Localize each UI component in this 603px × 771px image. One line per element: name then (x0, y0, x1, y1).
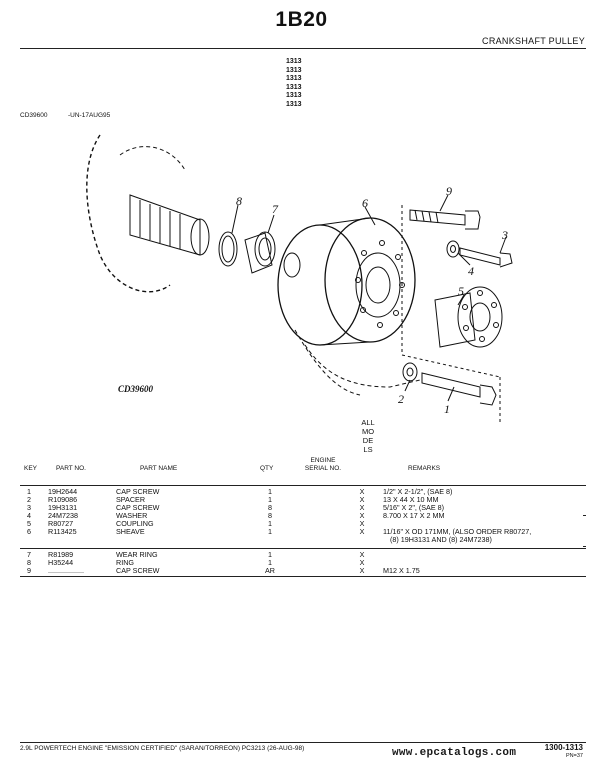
qty-column-header: QTY (260, 465, 274, 472)
row-all-models: X (359, 495, 365, 504)
row-all-models: X (359, 566, 365, 575)
row-part-name: SPACER (116, 495, 146, 504)
row-remarks: 1/2" X 2-1/2", (SAE 8) (383, 487, 453, 496)
model-code: 1313 (286, 75, 302, 83)
row-part-no: 19H2644 (48, 487, 78, 496)
row-all-models: X (359, 558, 365, 567)
watermark-text: www.epcatalogs.com (392, 747, 517, 759)
row-all-models: X (359, 527, 365, 536)
model-code: 1313 (286, 58, 302, 65)
row-part-name: WASHER (116, 511, 148, 520)
row-key: 7 (27, 550, 31, 559)
remarks-column-header: REMARKS (408, 465, 441, 472)
row-qty: AR (265, 566, 275, 575)
exploded-parts-diagram: 8 7 6 9 3 4 5 2 1 (86, 134, 513, 425)
row-qty: 1 (268, 527, 272, 536)
page-number: 1B20 (275, 8, 328, 31)
footer-rule (20, 742, 586, 743)
row-remarks: 13 X 44 X 10 MM (383, 495, 439, 504)
row-key: 5 (27, 519, 31, 528)
row-part-no: 24M7238 (48, 511, 78, 520)
key-column-header: KEY (24, 465, 38, 472)
row-qty: 8 (268, 511, 272, 520)
row-part-name: WEAR RING (116, 550, 158, 559)
model-code: 1313 (286, 92, 302, 100)
row-part-no: R81989 (48, 550, 74, 559)
row-key: 3 (27, 503, 31, 512)
row-remarks: M12 X 1.75 (383, 566, 420, 575)
illustration-caption: CD39600 (118, 384, 154, 394)
part-no-column-header: PART NO. (56, 465, 86, 472)
footer-pn: PN=37 (566, 753, 583, 759)
row-key: 9 (27, 566, 31, 575)
row-all-models: X (359, 511, 365, 520)
row-all-models: X (359, 487, 365, 496)
row-part-no: .................. (48, 566, 84, 575)
row-remarks: 5/16" X 2", (SAE 8) (383, 503, 445, 512)
row-key: 1 (27, 487, 31, 496)
engine-serial-column-header: ENGINE SERIAL NO. (304, 457, 342, 472)
part-name-column-header: PART NAME (140, 465, 178, 472)
row-part-no: R113425 (48, 527, 77, 536)
row-qty: 1 (268, 519, 272, 528)
callout-9-label: 9 (446, 184, 452, 198)
callout-3-label: 3 (501, 228, 508, 242)
row-qty: 8 (268, 503, 272, 512)
table-bottom-rule (20, 576, 586, 577)
row-key: 4 (27, 511, 31, 520)
row-part-name: CAP SCREW (116, 487, 160, 496)
row-part-no: 19H3131 (48, 503, 78, 512)
row-remarks: 8.700 X 17 X 2 MM (383, 511, 445, 520)
table-group-rule (20, 548, 586, 549)
footer-engine-line: 2.9L POWERTECH ENGINE "EMISSION CERTIFIE… (20, 745, 305, 752)
models-column-header: ALL MODELS (361, 418, 375, 454)
model-code-list: 1313 1313 1313 1313 1313 1313 (286, 58, 302, 110)
row-key: 6 (27, 527, 31, 536)
row-part-name: COUPLING (116, 519, 154, 528)
section-title: CRANKSHAFT PULLEY (482, 36, 585, 46)
row-part-name: CAP SCREW (116, 503, 160, 512)
row-part-no: H35244 (48, 558, 74, 567)
model-code: 1313 (286, 83, 302, 91)
illustration-reference: CD39600 (20, 112, 48, 119)
row-all-models: X (359, 519, 365, 528)
row-qty: 1 (268, 495, 272, 504)
row-all-models: X (359, 503, 365, 512)
row-tick-mark (583, 515, 586, 516)
callout-9-label: 8 (236, 194, 242, 208)
row-tick-mark (583, 546, 586, 547)
callout-6-label: 6 (362, 196, 368, 210)
row-remarks-continued: (8) 19H3131 AND (8) 24M7238) (390, 535, 492, 544)
row-qty: 1 (268, 487, 272, 496)
model-code: 1313 (286, 66, 302, 74)
footer-page-ref: 1300-1313 (544, 743, 583, 752)
row-all-models: X (359, 550, 365, 559)
model-code: 1313 (286, 100, 302, 108)
row-remarks: 11/16" X OD 171MM, (ALSO ORDER R80727, (383, 527, 532, 536)
callout-7-label: 7 (272, 202, 279, 216)
row-part-name: SHEAVE (116, 527, 145, 536)
callout-4-label: 4 (468, 264, 474, 278)
row-qty: 1 (268, 550, 272, 559)
callout-2-label: 2 (398, 392, 404, 406)
row-key: 2 (27, 495, 31, 504)
row-part-no: R80727 (48, 519, 74, 528)
callout-1-label: 1 (444, 402, 450, 416)
header-rule (20, 48, 586, 49)
row-part-name: RING (116, 558, 134, 567)
row-part-no: R109086 (48, 495, 78, 504)
table-header-rule (20, 485, 586, 486)
row-qty: 1 (268, 558, 272, 567)
callout-5-label: 5 (458, 284, 464, 298)
row-part-name: CAP SCREW (116, 566, 160, 575)
illustration-date-code: -UN-17AUG95 (68, 112, 111, 119)
row-key: 8 (27, 558, 31, 567)
